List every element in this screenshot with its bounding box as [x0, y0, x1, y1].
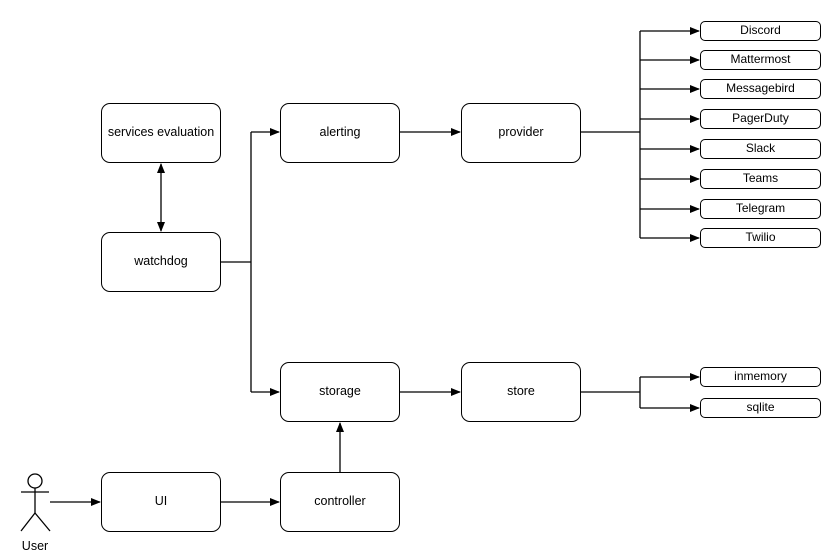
edge-watchdog-trunk [221, 132, 252, 392]
node-provider-slack: Slack [700, 139, 821, 159]
node-provider-discord: Discord [700, 21, 821, 41]
node-services-evaluation: services evaluation [101, 103, 221, 163]
node-watchdog: watchdog [101, 232, 221, 292]
node-ui: UI [101, 472, 221, 532]
node-provider-messagebird: Messagebird [700, 79, 821, 99]
node-provider: provider [461, 103, 581, 163]
node-store-inmemory: inmemory [700, 367, 821, 387]
user-actor-label: User [21, 539, 49, 553]
node-provider-pagerduty: PagerDuty [700, 109, 821, 129]
node-controller: controller [280, 472, 400, 532]
edge-store-trunk [581, 377, 641, 408]
user-actor-icon [20, 473, 51, 532]
node-provider-mattermost: Mattermost [700, 50, 821, 70]
node-storage: storage [280, 362, 400, 422]
node-store-sqlite: sqlite [700, 398, 821, 418]
node-provider-telegram: Telegram [700, 199, 821, 219]
node-provider-twilio: Twilio [700, 228, 821, 248]
node-provider-teams: Teams [700, 169, 821, 189]
node-store: store [461, 362, 581, 422]
node-alerting: alerting [280, 103, 400, 163]
edge-provider-trunk [581, 31, 641, 238]
